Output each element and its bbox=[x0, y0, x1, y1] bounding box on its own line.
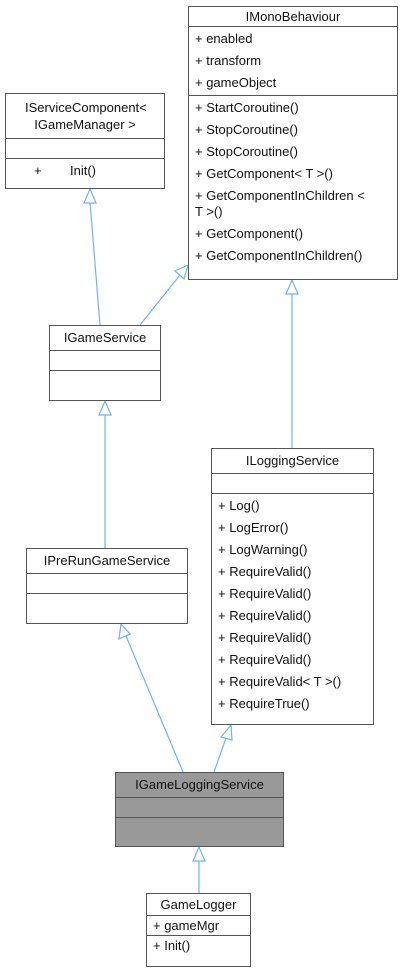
arrow-gameservice-to-servicecomponent bbox=[89, 201, 101, 326]
class-title: IGameService bbox=[63, 330, 147, 345]
class-igameservice[interactable]: IGameService bbox=[49, 325, 161, 401]
class-imonobehaviour[interactable]: IMonoBehaviour + enabled + transform + g… bbox=[188, 6, 398, 280]
class-title: IPreRunGameService bbox=[43, 553, 171, 568]
class-title: IMonoBehaviour bbox=[245, 9, 341, 24]
method: + StopCoroutine() bbox=[195, 144, 298, 159]
arrowhead-gamelogging bbox=[192, 845, 206, 862]
arrowhead-servicecomponent bbox=[83, 187, 97, 204]
methods-section: + Log() + LogError() + LogWarning() + Re… bbox=[212, 493, 373, 716]
attribute: + gameObject bbox=[195, 75, 277, 90]
arrowhead-loggingservice bbox=[219, 723, 233, 741]
attributes-section: + gameMgr bbox=[147, 915, 250, 935]
method: + LogError() bbox=[218, 520, 289, 535]
method: + Init() bbox=[6, 160, 164, 182]
attributes-section bbox=[6, 138, 164, 158]
method: + RequireValid< T >() bbox=[218, 674, 342, 689]
method: + StopCoroutine() bbox=[195, 122, 298, 137]
method: + RequireTrue() bbox=[218, 696, 310, 711]
method: + RequireValid() bbox=[218, 652, 312, 667]
methods-section bbox=[27, 593, 187, 613]
attributes-section bbox=[27, 573, 187, 593]
class-gamelogger[interactable]: GameLogger + gameMgr + Init() bbox=[146, 893, 251, 967]
methods-section: + Init() bbox=[6, 158, 164, 183]
method: + GetComponentInChildren < T >() bbox=[195, 188, 365, 219]
method: + RequireValid() bbox=[218, 564, 312, 579]
method: + StartCoroutine() bbox=[195, 100, 299, 115]
class-iloggingservice[interactable]: ILoggingService + Log() + LogError() + L… bbox=[211, 448, 374, 725]
arrowhead-gameservice bbox=[98, 399, 112, 416]
method: + Init() bbox=[153, 938, 191, 953]
class-title: IServiceComponent< IGameManager > bbox=[25, 100, 147, 132]
methods-section: + StartCoroutine() + StopCoroutine() + S… bbox=[189, 95, 397, 268]
methods-section: + Init() bbox=[147, 935, 250, 955]
class-iservicecomponent[interactable]: IServiceComponent< IGameManager > + Init… bbox=[5, 93, 165, 189]
class-iprerungameservice[interactable]: IPreRunGameService bbox=[26, 548, 188, 624]
class-igameloggingservice[interactable]: IGameLoggingService bbox=[115, 772, 284, 847]
class-title: GameLogger bbox=[160, 897, 237, 912]
class-title: ILoggingService bbox=[245, 453, 340, 468]
method-name: Init() bbox=[70, 163, 96, 178]
attributes-section: + enabled + transform + gameObject bbox=[189, 26, 397, 95]
method: + GetComponent< T >() bbox=[195, 166, 333, 181]
attributes-section bbox=[116, 797, 283, 817]
method: + RequireValid() bbox=[218, 630, 312, 645]
attribute: + enabled bbox=[195, 31, 253, 46]
methods-section bbox=[116, 817, 283, 837]
attribute: + gameMgr bbox=[153, 918, 220, 933]
arrowhead-monobehaviour-left bbox=[173, 263, 189, 281]
method: + Log() bbox=[218, 498, 260, 513]
arrowhead-prerun bbox=[118, 622, 131, 640]
class-title: IGameLoggingService bbox=[135, 777, 264, 792]
method: + RequireValid() bbox=[218, 608, 312, 623]
method: + GetComponent() bbox=[195, 226, 304, 241]
arrow-gamelogging-to-prerun bbox=[125, 635, 184, 773]
method-visibility: + bbox=[34, 163, 42, 178]
attributes-section bbox=[212, 473, 373, 493]
method: + GetComponentInChildren() bbox=[195, 248, 363, 263]
methods-section bbox=[50, 370, 160, 390]
method: + RequireValid() bbox=[218, 586, 312, 601]
attributes-section bbox=[50, 350, 160, 370]
method: + LogWarning() bbox=[218, 542, 308, 557]
arrowhead-monobehaviour-bottom bbox=[285, 278, 299, 295]
attribute: + transform bbox=[195, 53, 262, 68]
arrow-gamelogging-to-loggingservice bbox=[213, 737, 227, 773]
arrow-gameservice-to-monobehaviour bbox=[139, 274, 181, 326]
